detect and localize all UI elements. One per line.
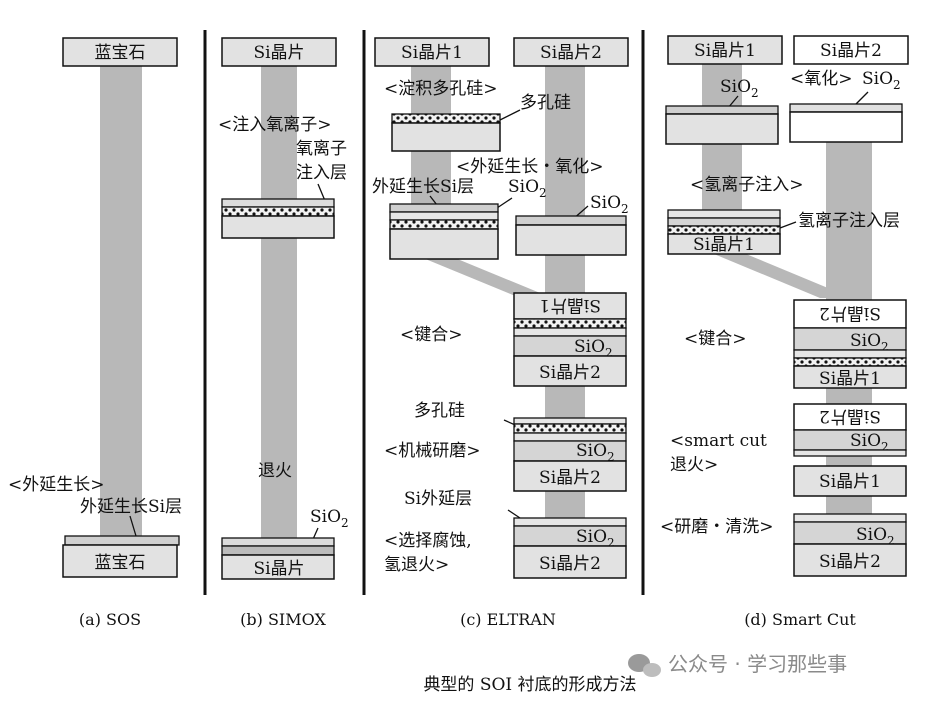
column-sos: 蓝宝石 <外延生长> 外延生长Si层 蓝宝石: [8, 37, 182, 578]
h-implant-layer-label: 氢离子注入层: [798, 211, 900, 231]
step-etch-label-1: <选择腐蚀,: [384, 531, 472, 551]
sc-sio2-right-label: SiO2: [862, 69, 901, 92]
flipped-wafer1-label: Si晶片1: [539, 295, 601, 315]
porous-si-2-label: 多孔硅: [414, 401, 465, 421]
flow-bar-a: [100, 58, 142, 540]
eltran-wafer2-label: Si晶片2: [540, 43, 602, 63]
caption-b: (b) SIMOX: [240, 610, 326, 629]
step-porous-label: <淀积多孔硅>: [384, 79, 498, 99]
epi-si-layer: [64, 535, 180, 546]
step-bond-label: <键合>: [400, 325, 463, 345]
sio2-right-label: SiO2: [590, 193, 629, 216]
grind-wafer2-label: Si晶片2: [539, 468, 601, 488]
simox-wafer-bottom-label: Si晶片: [253, 559, 304, 579]
porous-wafer1: [391, 122, 501, 152]
sc-split-wafer1-label: Si晶片1: [819, 472, 881, 492]
step-implant-label: <注入氧离子>: [218, 115, 332, 135]
implant-layer-label-2: 注入层: [296, 163, 347, 183]
final-sio2-label: SiO2: [576, 527, 615, 550]
sio2-left-label: SiO2: [508, 177, 547, 200]
step-smartcut-label-2: 退火>: [670, 455, 718, 475]
sapphire-top-label: 蓝宝石: [95, 43, 146, 63]
sc-bond-sio2-label: SiO2: [850, 331, 889, 354]
caption-a: (a) SOS: [79, 610, 141, 629]
step-epi-label: <外延生长>: [8, 475, 105, 495]
step-h-implant-label: <氢离子注入>: [690, 175, 804, 195]
simox-wafer-top-label: Si晶片: [253, 43, 304, 63]
grind-sio2-label: SiO2: [576, 441, 615, 464]
step-polish-label: <研磨・清洗>: [660, 517, 774, 537]
sc-wafer1-label: Si晶片1: [694, 41, 756, 61]
flow-bar-c-diag: [423, 258, 545, 295]
si-epi-layer-label: Si外延层: [404, 489, 472, 509]
sc-bond-wafer1-label: Si晶片1: [819, 369, 881, 389]
watermark: 公众号 · 学习那些事: [628, 652, 847, 677]
sc-oxidized-wafer1: [665, 113, 779, 145]
sc-implanted-wafer1-label: Si晶片1: [693, 235, 755, 255]
sapphire-bottom-block: [62, 544, 178, 578]
step-smartcut-label-1: <smart cut: [670, 431, 767, 451]
oxidized-wafer2: [515, 224, 627, 256]
sapphire-top-block: [62, 37, 178, 67]
sc-step-bond-label: <键合>: [684, 329, 747, 349]
simox-sio2-label: SiO2: [310, 507, 349, 530]
sapphire-bottom-label: 蓝宝石: [95, 553, 146, 573]
captions: (a) SOS (b) SIMOX (c) ELTRAN (d) Smart C…: [79, 610, 856, 629]
wechat-icon: [628, 654, 661, 677]
column-simox: Si晶片 <注入氧离子> 氧离子 注入层 退火 SiO2 Si晶片: [218, 37, 349, 580]
porous-si-label: 多孔硅: [520, 93, 571, 113]
epi-si-layer-label: 外延生长Si层: [372, 177, 474, 197]
flow-bar-b: [261, 58, 297, 540]
simox-wafer-top: [221, 37, 337, 67]
h-implant-layer: [667, 225, 781, 235]
flow-bar-d-diag: [714, 254, 852, 298]
sc-oxidized-wafer2: [789, 111, 903, 143]
watermark-text: 公众号 · 学习那些事: [668, 652, 847, 676]
implant-layer-label-1: 氧离子: [296, 139, 347, 159]
porous-si-layer: [391, 113, 501, 124]
column-separators: [203, 30, 645, 595]
epi-ox-wafer1: [389, 228, 499, 260]
caption-c: (c) ELTRAN: [460, 610, 556, 629]
eltran-wafer1: [374, 37, 490, 67]
step-oxidize-label: <氧化>: [790, 69, 853, 89]
sc-final-sio2-label: SiO2: [856, 525, 895, 548]
epi-layer-label: 外延生长Si层: [80, 497, 182, 517]
column-smartcut: Si晶片1 Si晶片2 SiO2 <氧化> SiO2 <氢离子注入> Si晶片1…: [660, 35, 909, 577]
sc-split-sio2-label: SiO2: [850, 431, 889, 454]
flipped-wafer1: [513, 292, 627, 320]
sc-final-wafer2-label: Si晶片2: [819, 552, 881, 572]
bond-wafer2-label: Si晶片2: [539, 363, 601, 383]
sc-wafer2-label: Si晶片2: [820, 41, 882, 61]
figure-title: 典型的 SOI 衬底的形成方法: [423, 675, 636, 695]
sc-split-wafer2-label: Si晶片2: [819, 406, 881, 426]
oxygen-implant-layer: [221, 206, 335, 217]
step-grind-label: <机械研磨>: [384, 441, 481, 461]
sc-flipped-wafer2-label: Si晶片2: [819, 303, 881, 323]
step-epi-ox-label: <外延生长・氧化>: [456, 157, 604, 177]
eltran-wafer2: [513, 37, 629, 67]
simox-implanted-wafer: [221, 215, 335, 239]
anneal-label: 退火: [258, 461, 292, 481]
step-etch-label-2: 氢退火>: [384, 555, 449, 575]
caption-d: (d) Smart Cut: [744, 610, 856, 629]
final-wafer2-label: Si晶片2: [539, 554, 601, 574]
column-eltran: Si晶片1 Si晶片2 <淀积多孔硅> 多孔硅 <外延生长・氧化> 外延生长Si…: [372, 37, 629, 579]
simox-buried-oxide: [221, 545, 335, 556]
bond-sio2-label: SiO2: [574, 337, 613, 360]
eltran-wafer1-label: Si晶片1: [401, 43, 463, 63]
simox-wafer-bottom: [221, 554, 335, 580]
sc-sio2-left-label: SiO2: [720, 77, 759, 100]
